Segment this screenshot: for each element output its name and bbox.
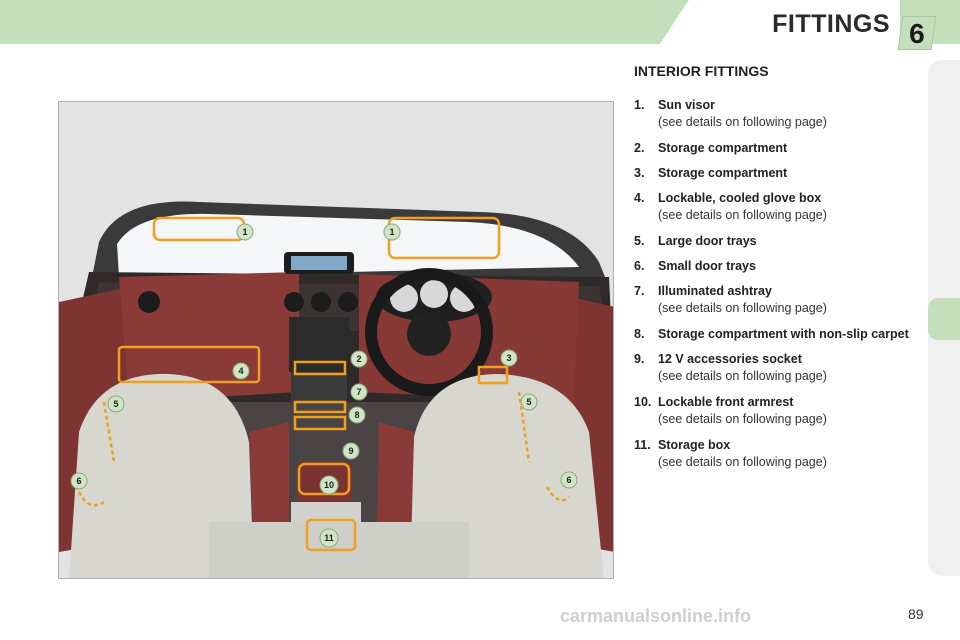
chapter-badge: 6 [897,16,937,50]
title-tab: FITTINGS [660,0,900,44]
page-title: FITTINGS [772,10,890,38]
item-number: 5. [634,234,645,248]
list-item-5: 5. Large door trays [634,233,919,249]
item-label: Illuminated ashtray [658,284,772,298]
svg-text:5: 5 [526,397,531,407]
item-label: 12 V accessories socket [658,352,802,366]
item-number: 6. [634,259,645,273]
marker-3: 3 [500,349,518,367]
item-number: 3. [634,166,645,180]
marker-11: 11 [319,528,339,548]
item-note: (see details on following page) [658,301,827,315]
svg-text:11: 11 [324,533,334,543]
item-note: (see details on following page) [658,115,827,129]
svg-text:6: 6 [566,475,571,485]
chapter-rail-tab[interactable] [928,298,960,340]
item-number: 9. [634,352,645,366]
item-label: Small door trays [658,259,756,273]
item-note: (see details on following page) [658,412,827,426]
item-label: Storage compartment [658,141,788,155]
item-number: 2. [634,141,645,155]
marker-4: 4 [232,362,250,380]
item-label: Storage compartment with non-slip carpet [658,327,909,341]
list-item-3: 3. Storage compartment [634,165,919,181]
svg-text:7: 7 [356,387,361,397]
item-label: Storage compartment [658,166,788,180]
item-note: (see details on following page) [658,455,827,469]
item-number: 10. [634,395,652,409]
interior-diagram: 1 1 2 3 4 5 5 6 6 7 8 9 10 11 [58,101,614,579]
list-item-8: 8. Storage compartment with non-slip carp… [634,326,919,342]
marker-6b: 6 [560,471,578,489]
svg-text:1: 1 [242,227,247,237]
list-item-2: 2. Storage compartment [634,140,919,156]
marker-5a: 5 [107,395,125,413]
marker-1a: 1 [236,223,254,241]
item-note: (see details on following page) [658,208,827,222]
item-number: 8. [634,327,645,341]
marker-5b: 5 [520,393,538,411]
item-label: Lockable, cooled glove box [658,191,822,205]
list-item-10: 10. Lockable front armrest (see details o… [634,394,919,428]
watermark: carmanualsonline.info [560,606,752,626]
item-number: 1. [634,98,645,112]
svg-text:8: 8 [354,410,359,420]
item-label: Lockable front armrest [658,395,794,409]
list-item-1: 1. Sun visor (see details on following pa… [634,97,919,131]
marker-1b: 1 [383,223,401,241]
item-label: Storage box [658,438,731,452]
marker-7: 7 [350,383,368,401]
item-note: (see details on following page) [658,369,827,383]
marker-2: 2 [350,350,368,368]
item-label: Large door trays [658,234,757,248]
svg-text:4: 4 [238,366,243,376]
list-item-7: 7. Illuminated ashtray (see details on fo… [634,283,919,317]
section-title: INTERIOR FITTINGS [634,63,769,79]
svg-text:3: 3 [506,353,511,363]
svg-text:9: 9 [348,446,353,456]
list-item-6: 6. Small door trays [634,258,919,274]
fittings-list: 1. Sun visor (see details on following pa… [634,97,919,480]
marker-10: 10 [319,475,339,495]
item-number: 4. [634,191,645,205]
svg-text:2: 2 [356,354,361,364]
chapter-number: 6 [909,18,925,49]
item-label: Sun visor [658,98,715,112]
marker-9: 9 [342,442,360,460]
item-number: 7. [634,284,645,298]
svg-text:1: 1 [389,227,394,237]
svg-text:10: 10 [324,480,334,490]
diagram-markers: 1 1 2 3 4 5 5 6 6 7 8 9 10 11 [70,223,578,548]
svg-text:5: 5 [113,399,118,409]
marker-8: 8 [348,406,366,424]
svg-text:6: 6 [76,476,81,486]
page-number: 89 [908,606,924,622]
marker-6a: 6 [70,472,88,490]
list-item-11: 11. Storage box (see details on following… [634,437,919,471]
list-item-4: 4. Lockable, cooled glove box (see detail… [634,190,919,224]
list-item-9: 9. 12 V accessories socket (see details o… [634,351,919,385]
item-number: 11. [634,438,651,452]
